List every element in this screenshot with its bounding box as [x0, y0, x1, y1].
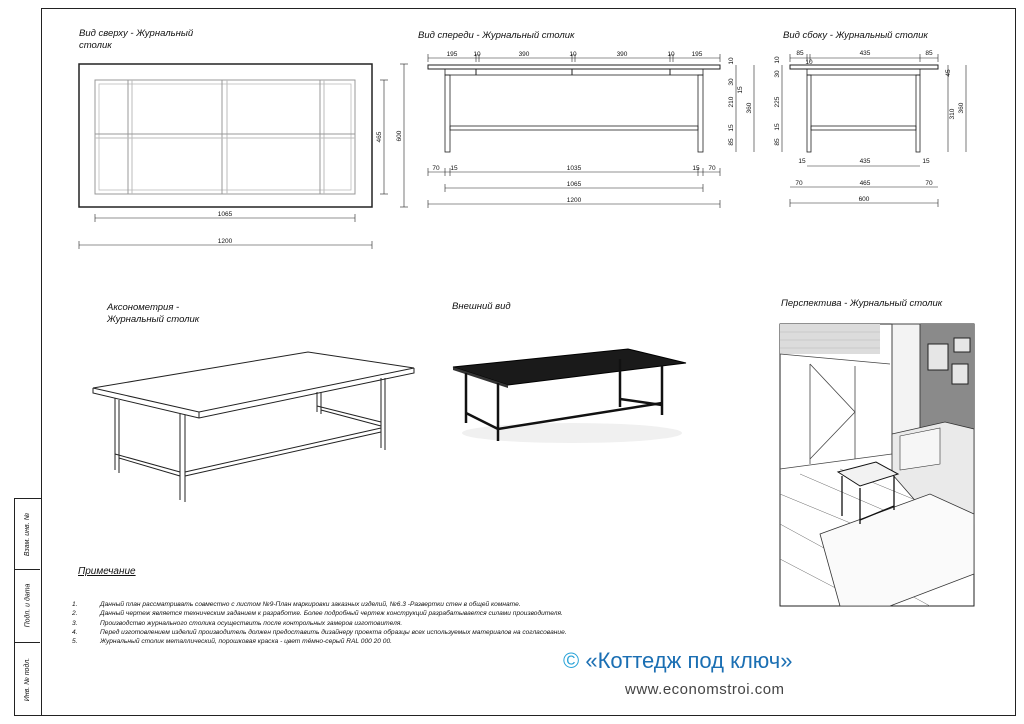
dim-front-r2: 30 — [728, 78, 735, 86]
dim-front-r4: 210 — [728, 96, 735, 107]
dim-side-top-3: 435 — [860, 50, 871, 57]
top-view-title: Вид сверху - Журнальный столик — [79, 28, 194, 51]
note-item: 4.Перед изготовлением изделий производит… — [72, 628, 567, 636]
dim-inner-depth: 465 — [376, 131, 383, 142]
dim-side-m2: 435 — [860, 158, 871, 165]
dim-front-top-7: 195 — [692, 51, 703, 58]
front-view-drawing: 195 10 390 10 390 10 195 70 15 1035 15 7… — [427, 51, 755, 208]
dim-side-r3: 360 — [958, 102, 965, 113]
perspective-title: Перспектива - Журнальный столик — [781, 298, 943, 309]
drawing-frame — [41, 8, 1016, 716]
note-item: 1.Данный план рассматривать совместно с … — [72, 601, 521, 608]
dim-outer-width: 1200 — [218, 238, 233, 245]
stamp-cell-inv-orig: Инв. № подл. — [24, 657, 31, 701]
dim-front-top-6: 10 — [667, 51, 675, 58]
dim-front-top-4: 10 — [569, 51, 577, 58]
note-item: 3.Производство журнального столика осуще… — [72, 619, 403, 627]
dim-side-top-2: 10 — [805, 59, 813, 66]
dim-side-m3: 15 — [922, 158, 930, 165]
dim-front-mid-4: 15 — [692, 165, 700, 172]
dim-side-r2: 310 — [949, 108, 956, 119]
axonometry-title: Аксонометрия - Журнальный столик — [107, 302, 200, 325]
dim-side-b600: 600 — [859, 196, 870, 203]
axonometry-drawing — [92, 351, 415, 502]
dim-side-r1: 45 — [945, 69, 952, 77]
dim-side-l2: 30 — [774, 70, 781, 78]
copyright-sign: © — [563, 648, 580, 673]
dim-front-top-1: 195 — [447, 51, 458, 58]
dim-front-r7: 85 — [728, 138, 735, 146]
dim-side-l5: 85 — [774, 138, 781, 146]
dim-side-l1: 10 — [774, 56, 781, 64]
dim-side-b70a: 70 — [795, 180, 803, 187]
top-view-drawing: 1065 1200 465 600 — [78, 63, 408, 249]
dim-front-top-3: 390 — [519, 51, 530, 58]
dim-front-top-2: 10 — [473, 51, 481, 58]
dim-front-1065: 1065 — [567, 181, 582, 188]
brand-watermark: © «Коттедж под ключ» — [563, 648, 793, 674]
dim-front-mid-1: 70 — [432, 165, 440, 172]
dim-front-r5: 360 — [746, 102, 753, 113]
side-view-drawing: 85 10 435 85 10 30 225 15 85 45 310 360 … — [774, 50, 967, 207]
dim-front-mid-2: 15 — [450, 165, 458, 172]
dim-side-m1: 15 — [798, 158, 806, 165]
exterior-view-title: Внешний вид — [452, 301, 511, 312]
side-view-title: Вид сбоку - Журнальный столик — [783, 30, 928, 41]
dim-front-r3: 15 — [737, 86, 744, 94]
notes-list: 1.Данный план рассматривать совместно с … — [72, 600, 567, 646]
dim-front-1200: 1200 — [567, 197, 582, 204]
notes-title: Примечание — [78, 566, 136, 577]
note-item: 5.Журнальный столик металлический, порош… — [72, 638, 392, 646]
stamp-divider — [15, 569, 40, 570]
stamp-divider — [15, 642, 40, 643]
dim-front-r6: 15 — [728, 124, 735, 132]
dim-side-b465: 465 — [860, 180, 871, 187]
stamp-cell-sign-date: Подп. и дата — [24, 583, 32, 628]
dim-side-top-1: 85 — [796, 50, 804, 57]
dim-inner-width: 1065 — [218, 211, 233, 218]
brand-site: www.economstroi.com — [625, 681, 785, 698]
dim-side-l4: 15 — [774, 123, 781, 131]
dim-outer-depth: 600 — [396, 130, 403, 141]
dim-front-mid-5: 70 — [708, 165, 716, 172]
dim-front-mid-3: 1035 — [567, 165, 582, 172]
brand-name: «Коттедж под ключ» — [585, 648, 793, 673]
perspective-render — [779, 323, 975, 607]
front-view-title: Вид спереди - Журнальный столик — [418, 30, 575, 41]
dim-side-l3: 225 — [774, 96, 781, 107]
note-item: 2.Данный чертеж является техническим зад… — [72, 610, 563, 618]
stamp-cell-replace-inv: Взам. инв. № — [24, 512, 32, 556]
exterior-view-render — [452, 348, 687, 443]
dim-front-top-5: 390 — [617, 51, 628, 58]
stamp-strip: Взам. инв. № Подп. и дата Инв. № подл. — [14, 498, 41, 716]
dim-front-r1: 10 — [728, 57, 735, 65]
dim-side-b70b: 70 — [925, 180, 933, 187]
dim-side-top-4: 85 — [925, 50, 933, 57]
